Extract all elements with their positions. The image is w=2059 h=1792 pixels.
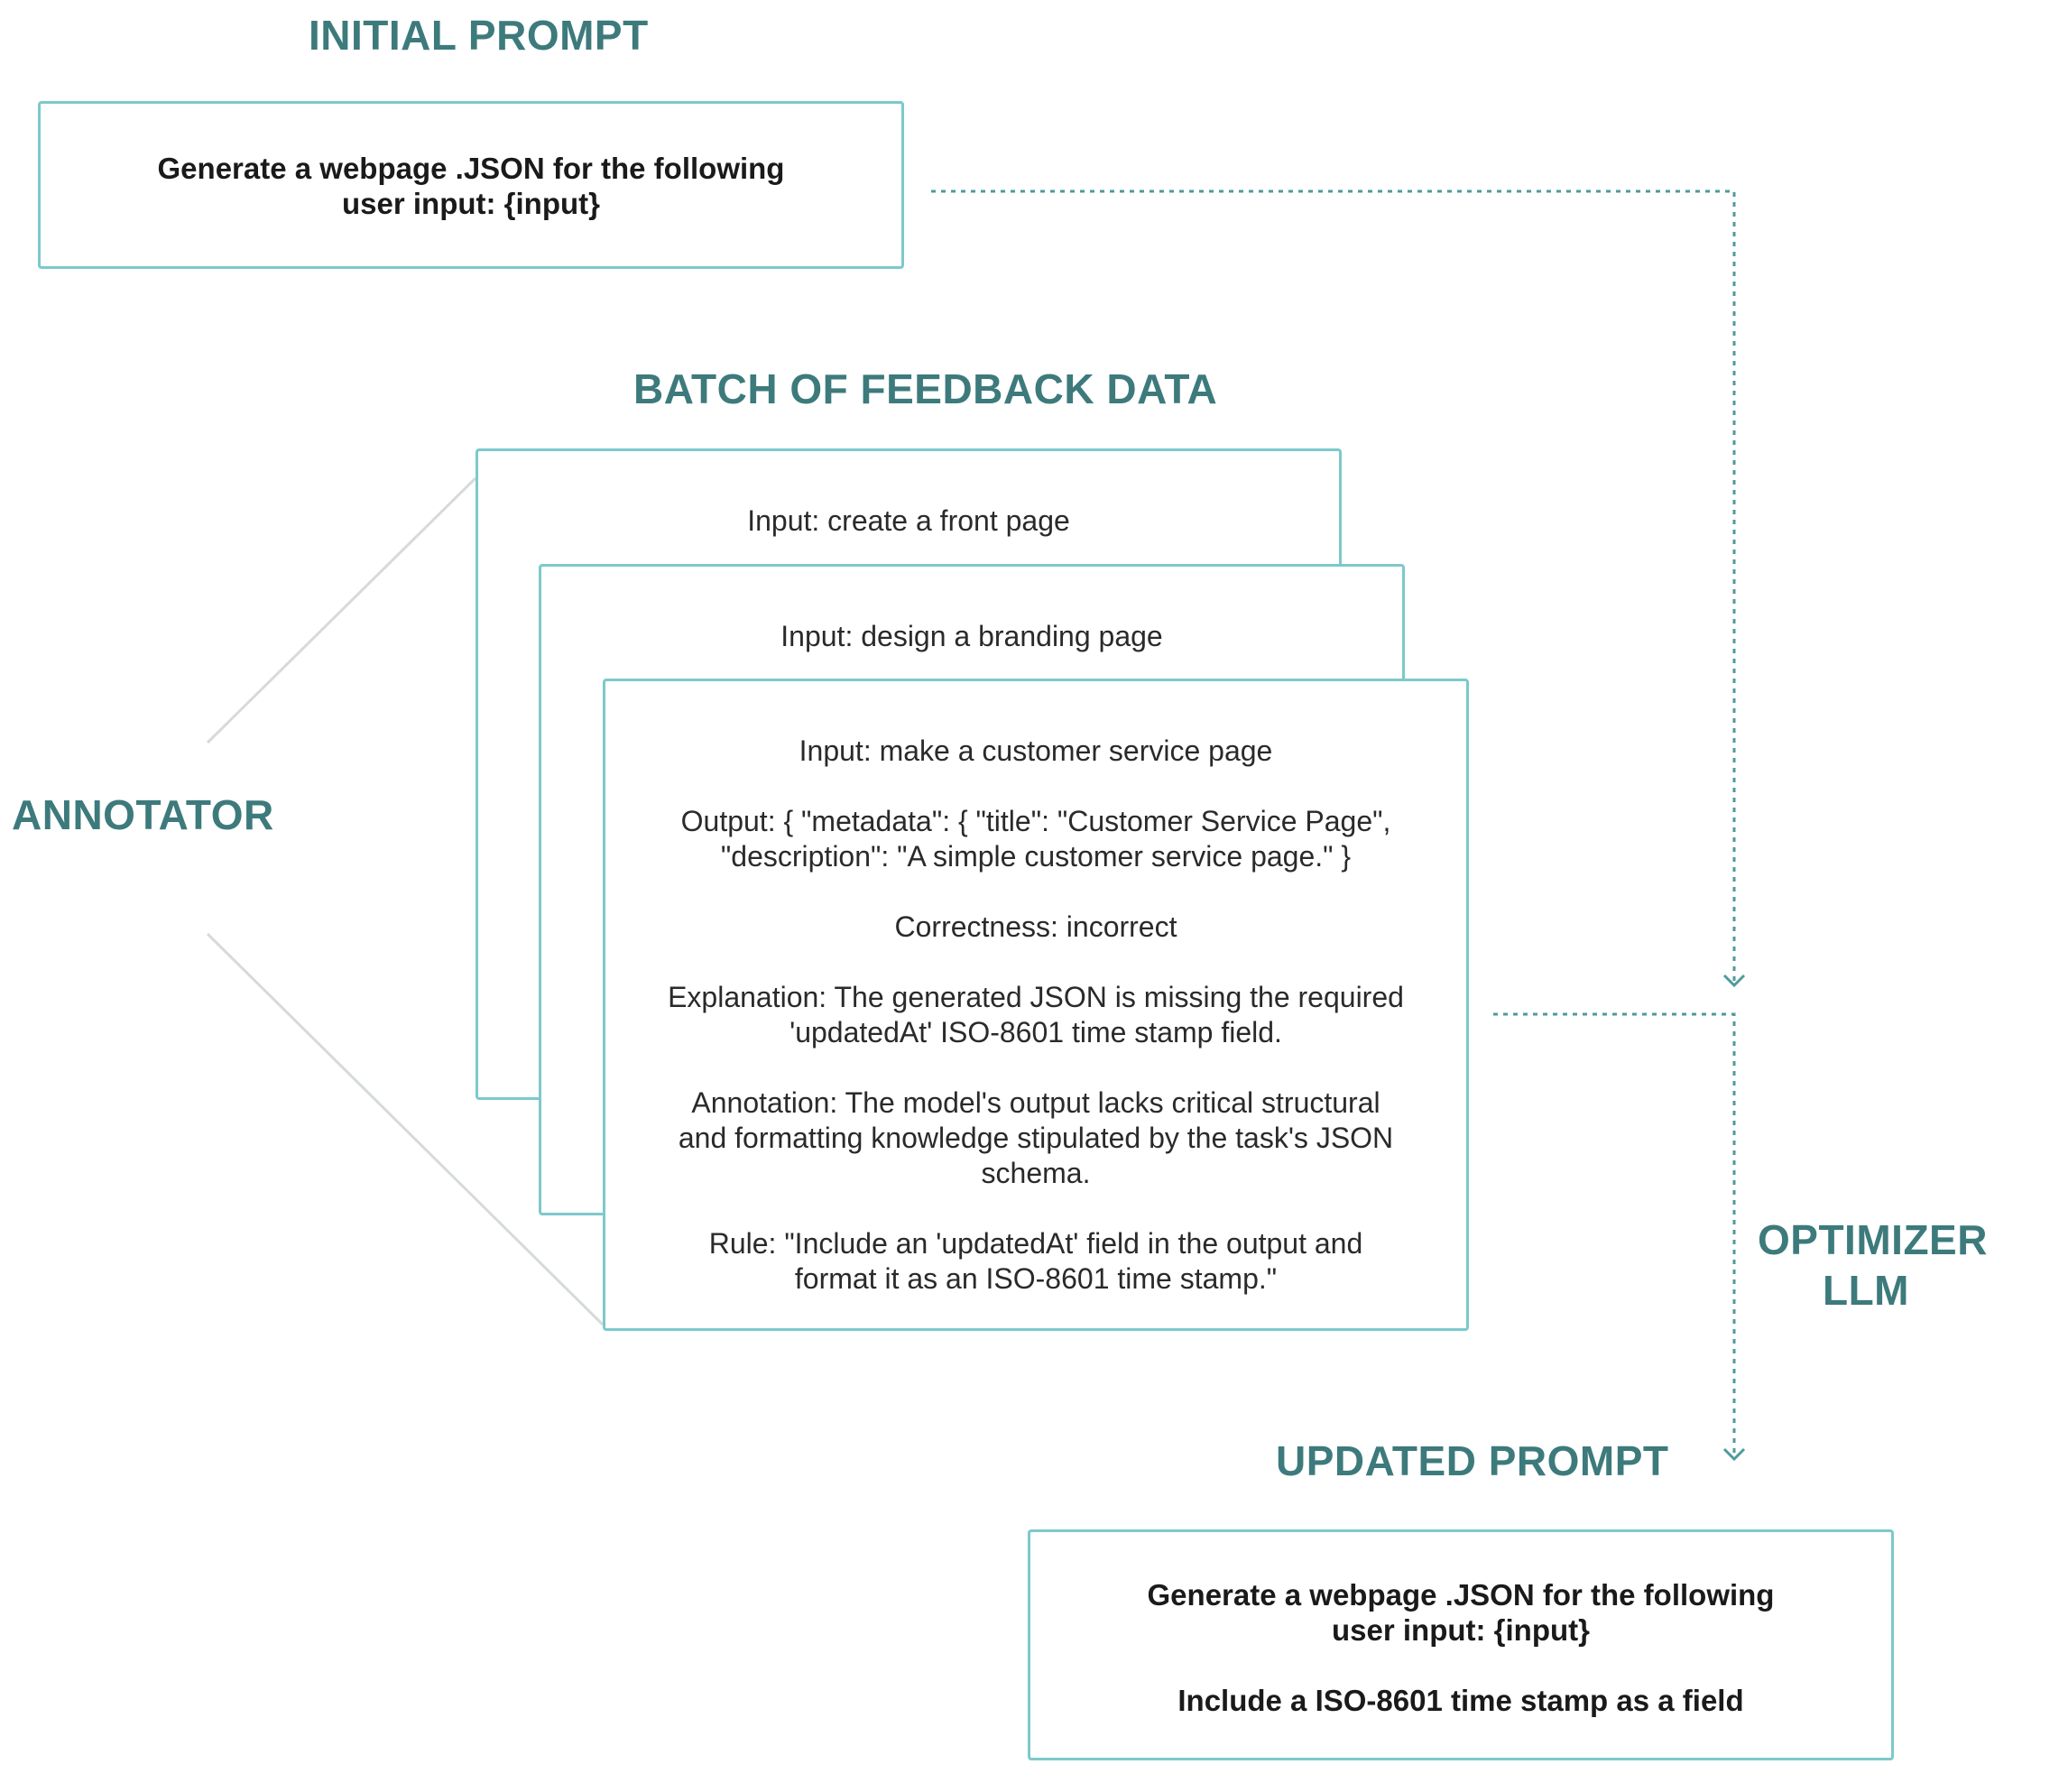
optimizer-label-line1: OPTIMIZER xyxy=(1758,1216,1988,1263)
initial-prompt-heading: INITIAL PROMPT xyxy=(309,12,649,59)
card-annotation-line3: schema. xyxy=(981,1157,1091,1189)
initial-prompt-box: Generate a webpage .JSON for the followi… xyxy=(38,101,904,269)
card-correctness-block: Correctness: incorrect xyxy=(605,910,1466,945)
card-annotation-line1: Annotation: The model's output lacks cri… xyxy=(691,1086,1380,1119)
feedback-card-2-input: Input: design a branding page xyxy=(780,620,1163,652)
optimizer-llm-label: OPTIMIZER LLM xyxy=(1758,1215,1987,1316)
feedback-connector xyxy=(1493,1012,1736,1455)
card-annotation-line2: and formatting knowledge stipulated by t… xyxy=(678,1122,1394,1154)
card-explanation-line2: 'updatedAt' ISO-8601 time stamp field. xyxy=(789,1016,1282,1048)
updated-prompt-line2: user input: {input} xyxy=(1332,1613,1590,1647)
card-rule-block: Rule: "Include an 'updatedAt' field in t… xyxy=(605,1226,1466,1297)
card-output-block: Output: { "metadata": { "title": "Custom… xyxy=(605,804,1466,874)
initial-prompt-connector xyxy=(931,189,1736,982)
card-correctness: Correctness: incorrect xyxy=(894,910,1177,943)
connector-arrowhead-upper xyxy=(1722,974,1746,988)
updated-prompt-line1: Generate a webpage .JSON for the followi… xyxy=(1147,1578,1775,1612)
updated-prompt-heading: UPDATED PROMPT xyxy=(1276,1437,1669,1484)
feedback-card-3-input: Input: make a customer service page xyxy=(799,734,1273,767)
card-input-block: Input: make a customer service page xyxy=(605,734,1466,769)
initial-prompt-line1: Generate a webpage .JSON for the followi… xyxy=(157,152,785,185)
feedback-card-3: Input: make a customer service page Outp… xyxy=(603,679,1469,1331)
initial-prompt-line2: user input: {input} xyxy=(342,187,600,220)
optimizer-label-line2: LLM xyxy=(1822,1267,1909,1314)
feedback-card-1-input: Input: create a front page xyxy=(747,504,1070,537)
card-output-line1: Output: { "metadata": { "title": "Custom… xyxy=(680,805,1391,837)
annotator-line-lower xyxy=(206,932,605,1326)
card-annotation-block: Annotation: The model's output lacks cri… xyxy=(605,1085,1466,1191)
batch-feedback-heading: BATCH OF FEEDBACK DATA xyxy=(633,365,1218,412)
card-output-line2: "description": "A simple customer servic… xyxy=(720,840,1352,873)
updated-prompt-line3: Include a ISO-8601 time stamp as a field xyxy=(1177,1684,1744,1717)
annotator-label: ANNOTATOR xyxy=(12,791,274,838)
card-explanation-line1: Explanation: The generated JSON is missi… xyxy=(668,981,1404,1013)
card-rule-line1: Rule: "Include an 'updatedAt' field in t… xyxy=(708,1227,1363,1260)
card-rule-line2: format it as an ISO-8601 time stamp." xyxy=(794,1262,1278,1295)
card-explanation-block: Explanation: The generated JSON is missi… xyxy=(605,980,1466,1050)
updated-prompt-box: Generate a webpage .JSON for the followi… xyxy=(1028,1529,1894,1760)
connector-arrowhead-lower xyxy=(1722,1447,1746,1462)
annotator-line-upper xyxy=(206,476,477,744)
